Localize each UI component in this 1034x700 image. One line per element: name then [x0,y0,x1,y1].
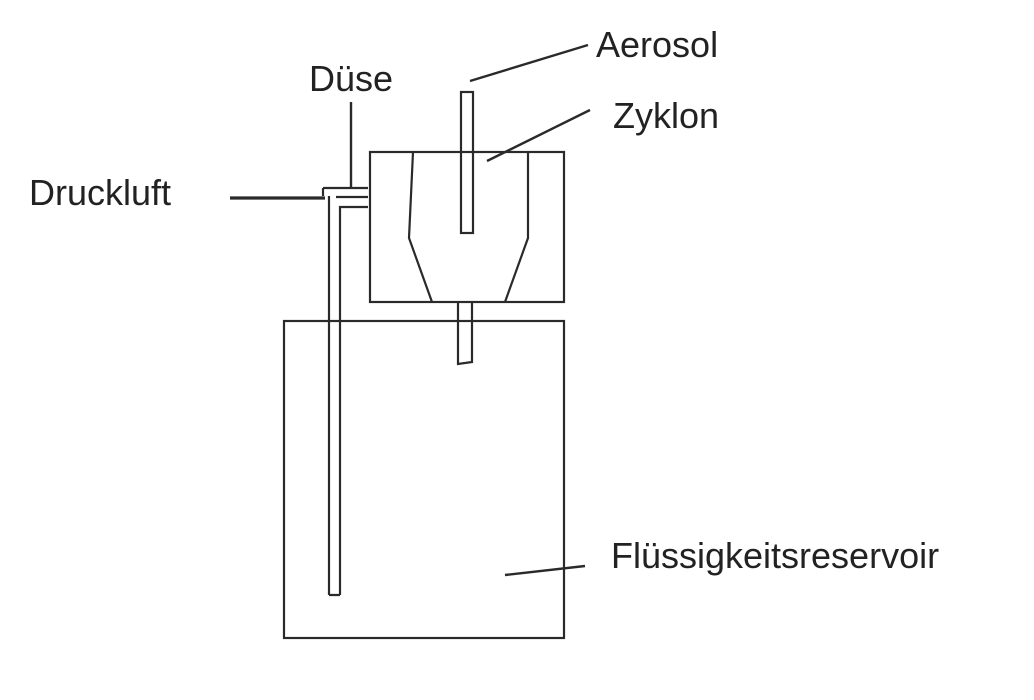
cyclone-funnel-left [407,151,434,303]
label-reservoir: Flüssigkeitsreservoir [611,535,939,576]
cyclone-housing [368,150,566,304]
liquid-reservoir [282,319,566,640]
label-aerosol: Aerosol [596,24,718,65]
label-zyklon: Zyklon [613,95,719,136]
liquid-riser-tube [327,196,368,597]
label-druckluft: Druckluft [29,172,171,213]
cyclone-funnel-right [503,152,530,303]
drain-tube [456,302,474,366]
leader-line-reservoir [504,564,586,577]
label-duese: Düse [309,58,393,99]
aerosol-outlet-tube [459,90,475,235]
leader-line-aerosol [469,43,589,83]
nozzle-tube [321,186,368,199]
leader-line-zyklon [486,108,591,163]
